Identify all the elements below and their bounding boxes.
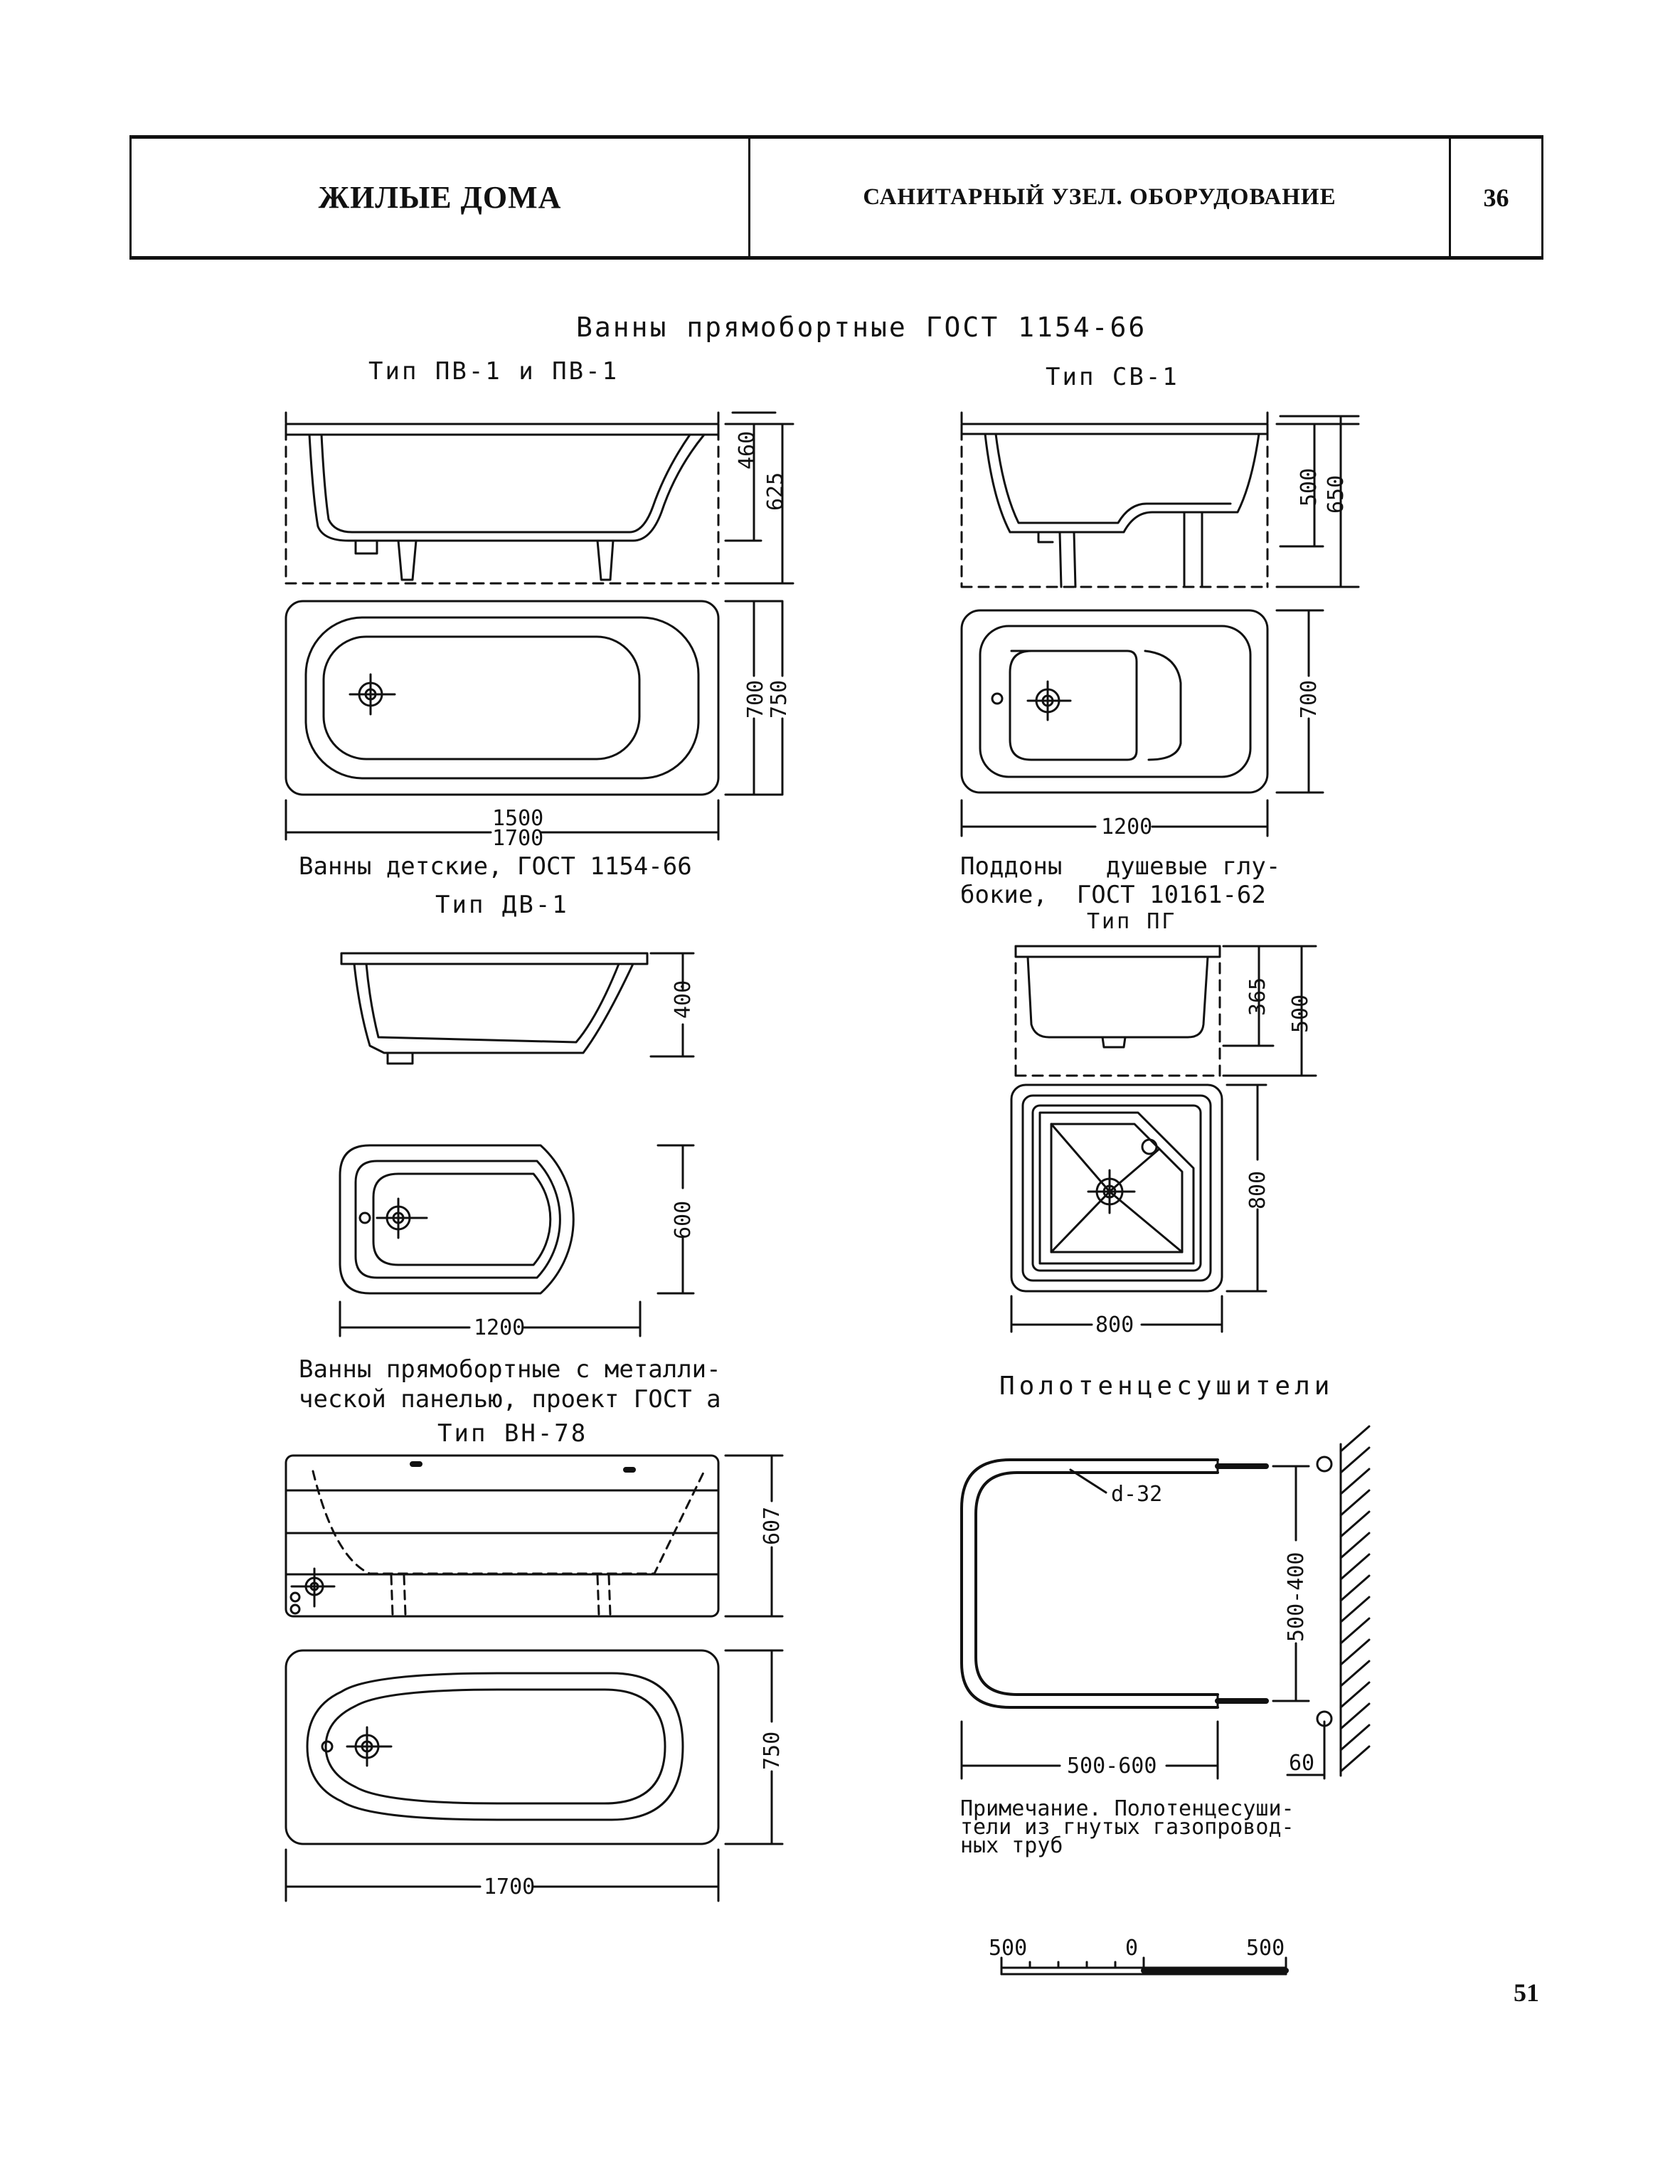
dim-panel-height: 607 — [760, 1507, 785, 1545]
type-vn78-label: Тип ВН-78 — [437, 1419, 588, 1448]
panel-bath-side-view — [285, 1454, 784, 1618]
header-center-title: САНИТАРНЫЙ УЗЕЛ. ОБОРУДОВАНИЕ — [863, 184, 1336, 210]
towel-dryer-drawing — [960, 1425, 1371, 1780]
dim-child-height: 400 — [671, 980, 696, 1019]
dim-tray-side: 800 — [1245, 1171, 1270, 1209]
dim-dryer-height: 500-400 — [1284, 1552, 1309, 1642]
header-left-title: ЖИЛЫЕ ДОМА — [129, 139, 750, 256]
child-bath-side-view — [340, 952, 695, 1065]
page-number: 51 — [1514, 1978, 1539, 2007]
dim-pv1-height-inner: 460 — [735, 431, 760, 470]
dim-pv1-length-2: 1700 — [492, 826, 543, 851]
shower-tray-side-view — [1014, 945, 1317, 1077]
type-pg-label: Тип ПГ — [1087, 909, 1177, 934]
dim-child-length: 1200 — [474, 1315, 525, 1340]
shower-tray-plan-view — [1010, 1083, 1267, 1333]
dim-pv1-height-outer: 625 — [763, 472, 788, 511]
dim-sv1-height-outer: 650 — [1324, 475, 1349, 514]
dim-child-width: 600 — [671, 1201, 696, 1239]
child-bath-plan-view — [339, 1144, 695, 1337]
dim-pv1-length-1: 1500 — [492, 806, 543, 831]
bath-pv1-side-view — [285, 411, 794, 585]
type-sv1-label: Тип СВ-1 — [1046, 363, 1179, 391]
note-line2: тели из гнутых газопровод- — [960, 1815, 1294, 1840]
dim-tray-height-outer: 500 — [1288, 995, 1313, 1033]
dim-pv1-width-1: 700 — [743, 680, 768, 719]
pipe-diameter-label: d-32 — [1111, 1482, 1162, 1507]
child-baths-title: Ванны детские, ГОСТ 1154-66 — [299, 852, 692, 881]
dim-tray-length: 800 — [1095, 1313, 1134, 1337]
bath-pv1-plan-view — [285, 600, 784, 841]
dim-sv1-length: 1200 — [1101, 815, 1152, 839]
panel-baths-title-line2: ческой панелью, проект ГОСТ а — [299, 1385, 721, 1414]
dim-sv1-width: 700 — [1297, 680, 1322, 719]
dim-pv1-width-2: 750 — [767, 680, 792, 719]
panel-baths-title-line1: Ванны прямобортные с металли- — [299, 1355, 721, 1384]
straight-baths-title: Ванны прямобортные ГОСТ 1154-66 — [576, 312, 1147, 343]
shower-trays-title-line1: Поддоны душевые глу- — [960, 852, 1281, 881]
dim-dryer-offset: 60 — [1289, 1751, 1314, 1776]
sheet-header: ЖИЛЫЕ ДОМА САНИТАРНЫЙ УЗЕЛ. ОБОРУДОВАНИЕ… — [129, 135, 1543, 260]
towel-dryers-title: Полотенцесушители — [999, 1372, 1334, 1401]
scale-bar — [1000, 1956, 1289, 1976]
note-line3: ных труб — [960, 1833, 1063, 1858]
dim-panel-width: 750 — [760, 1732, 785, 1770]
scale-center-label: 0 — [1125, 1936, 1138, 1961]
type-dv1-label: Тип ДВ-1 — [435, 891, 569, 919]
header-sheet-number: 36 — [1449, 139, 1543, 256]
dim-tray-height-inner: 365 — [1245, 977, 1270, 1016]
scale-right-label: 500 — [1246, 1936, 1285, 1961]
shower-trays-title-line2: бокие, ГОСТ 10161-62 — [960, 881, 1266, 909]
dim-panel-length: 1700 — [484, 1875, 535, 1899]
bath-sv1-plan-view — [960, 609, 1324, 837]
dim-sv1-height-inner: 500 — [1297, 468, 1322, 507]
bath-sv1-side-view — [960, 411, 1360, 588]
dim-dryer-width: 500-600 — [1067, 1754, 1157, 1779]
scale-left-label: 500 — [989, 1936, 1027, 1961]
panel-bath-plan-view — [285, 1649, 784, 1902]
type-pv1-label: Тип ПВ-1 и ПВ-1 — [368, 357, 620, 386]
note-line1: Примечание. Полотенцесуши- — [960, 1796, 1294, 1821]
